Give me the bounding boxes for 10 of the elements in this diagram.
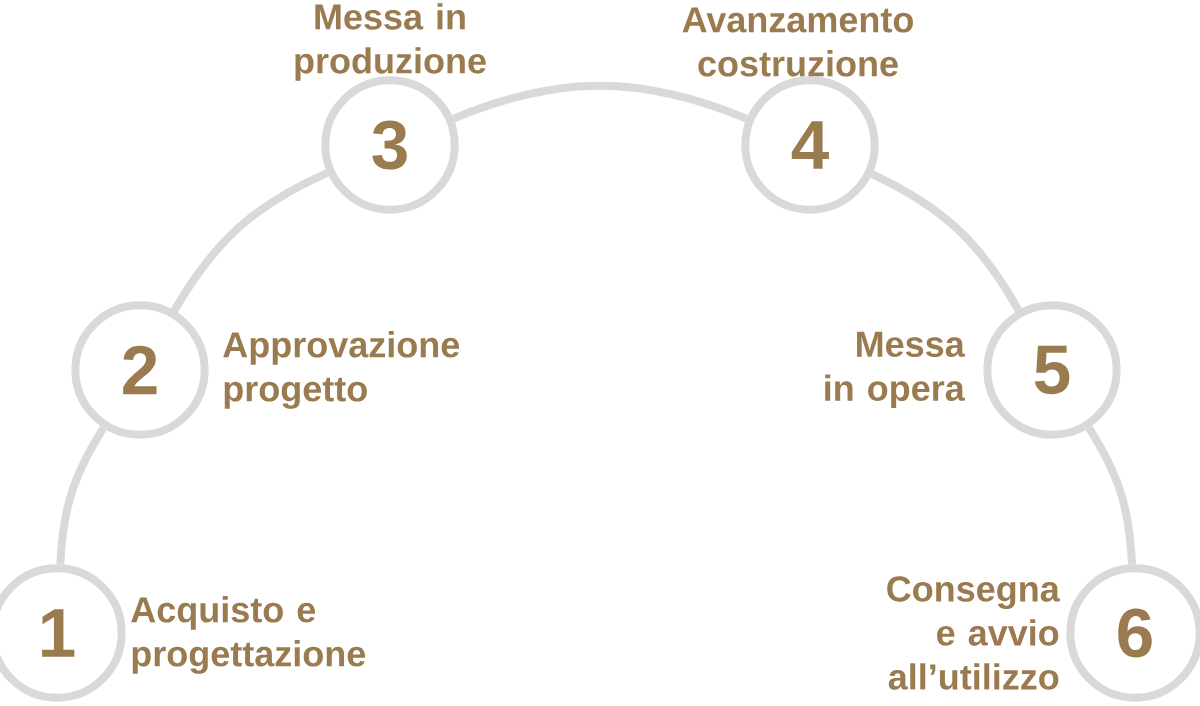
arc-connector (56, 425, 107, 565)
step-label: Avanzamento costruzione (682, 7, 913, 77)
step-label: Messa in opera (825, 331, 965, 409)
step-label: Acquisto e progettazione (131, 596, 366, 674)
arc-connector (870, 170, 1022, 313)
arc-connector (1085, 425, 1136, 565)
arc-connector (451, 81, 749, 123)
arc-connector (170, 169, 329, 313)
step-label: Approvazione progetto (223, 331, 460, 409)
step-label: Consegna e avvio all’utilizzo (887, 576, 1060, 690)
